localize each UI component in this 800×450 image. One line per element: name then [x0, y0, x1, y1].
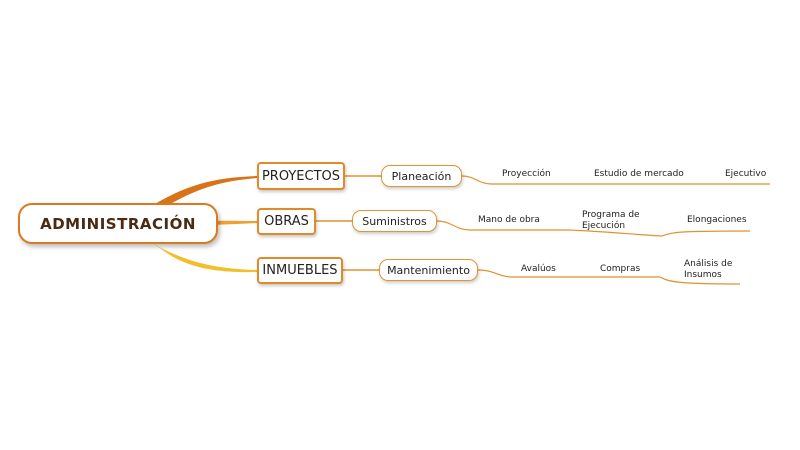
leaf-line-elongaciones — [661, 230, 751, 237]
leaf-compras[interactable]: Compras — [600, 264, 641, 274]
node-planeacion[interactable]: Planeación — [381, 165, 462, 187]
node-suministros[interactable]: Suministros — [352, 210, 437, 232]
leaf-line-analisis — [659, 276, 741, 285]
node-inmuebles[interactable]: INMUEBLES — [257, 257, 343, 284]
leaf-programa-de-ejecucion[interactable]: Programa de Ejecución — [582, 210, 640, 231]
leaf-proyeccion[interactable]: Proyección — [502, 169, 551, 179]
leaf-line-mano-de-obra — [436, 220, 568, 231]
root-node-label: ADMINISTRACIÓN — [40, 214, 196, 233]
leaf-elongaciones[interactable]: Elongaciones — [687, 215, 747, 225]
leaf-line-proyeccion — [461, 175, 560, 185]
node-inmuebles-label: INMUEBLES — [262, 263, 338, 278]
leaf-line-avaluos — [477, 269, 585, 278]
node-obras[interactable]: OBRAS — [257, 208, 316, 235]
branch-connector-inmuebles — [150, 242, 258, 273]
node-suministros-label: Suministros — [362, 214, 427, 228]
node-proyectos-label: PROYECTOS — [261, 168, 341, 184]
leaf-estudio-de-mercado[interactable]: Estudio de mercado — [594, 169, 684, 179]
node-proyectos[interactable]: PROYECTOS — [257, 162, 345, 190]
node-obras-label: OBRAS — [264, 214, 309, 229]
leaf-ejecutivo[interactable]: Ejecutivo — [725, 169, 767, 179]
node-mantenimiento[interactable]: Mantenimiento — [379, 259, 478, 281]
root-node-administracion[interactable]: ADMINISTRACIÓN — [18, 203, 218, 244]
leaf-analisis-de-insumos[interactable]: Análisis de Insumos — [684, 259, 733, 280]
leaf-avaluos[interactable]: Avalúos — [521, 264, 556, 274]
node-mantenimiento-label: Mantenimiento — [387, 263, 470, 277]
node-planeacion-label: Planeación — [391, 169, 452, 183]
leaf-line-programa — [567, 229, 663, 237]
leaf-mano-de-obra[interactable]: Mano de obra — [478, 215, 540, 225]
